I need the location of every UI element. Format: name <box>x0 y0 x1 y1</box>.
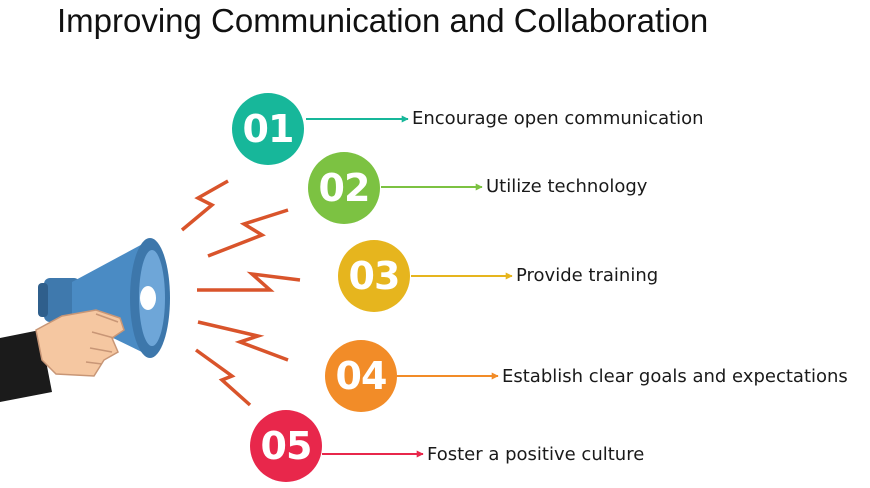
page-title: Improving Communication and Collaboratio… <box>57 2 709 39</box>
step-label-04: Establish clear goals and expectations <box>502 366 848 387</box>
step-circle-04: 04 <box>325 340 397 412</box>
step-label-05: Foster a positive culture <box>427 444 645 465</box>
step-circle-02: 02 <box>308 152 380 224</box>
step-circle-05: 05 <box>250 410 322 482</box>
hand-icon <box>35 309 125 377</box>
step-label-02: Utilize technology <box>486 176 648 197</box>
step-label-03: Provide training <box>516 265 659 286</box>
step-label-01: Encourage open communication <box>412 108 704 129</box>
step-circle-01: 01 <box>232 93 304 165</box>
sound-wave-icon <box>180 179 301 407</box>
step-circle-03: 03 <box>338 240 410 312</box>
